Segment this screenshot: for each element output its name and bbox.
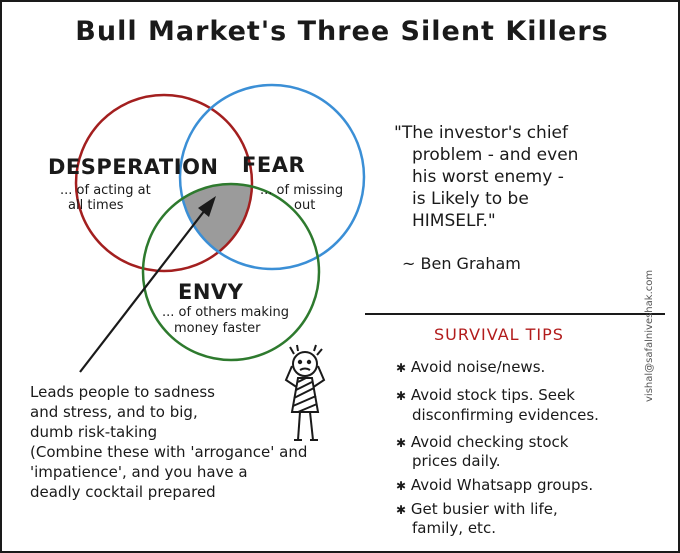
venn-sublabel-fear-2: out — [294, 198, 316, 213]
section-divider — [365, 313, 665, 315]
venn-label-envy: ENVY — [178, 280, 244, 304]
tip-text: Avoid checking stock — [410, 433, 569, 451]
tip-text: Avoid Whatsapp groups. — [410, 476, 594, 494]
tip-text: Get busier with life, — [410, 500, 558, 518]
tip-item: ✱ Avoid checking stock — [396, 433, 568, 453]
caption-block: Leads people to sadness and stress, and … — [30, 382, 370, 502]
caption-line: dumb risk-taking — [30, 423, 158, 441]
page-title: Bull Market's Three Silent Killers — [75, 16, 609, 47]
tip-text-continued: family, etc. — [412, 519, 496, 537]
bullet-icon: ✱ — [396, 389, 407, 403]
venn-sublabel-envy: ... of others making — [162, 305, 289, 320]
venn-sublabel-desperation-2: all times — [68, 198, 124, 213]
venn-circle-envy — [141, 182, 321, 362]
bullet-icon: ✱ — [396, 436, 407, 450]
quote-line: "The investor's chief — [394, 123, 568, 143]
venn-sublabel-envy-2: money faster — [174, 321, 261, 336]
quote-line: his worst enemy - — [412, 167, 564, 187]
bullet-icon: ✱ — [396, 503, 407, 517]
tip-text: Avoid stock tips. Seek — [410, 386, 575, 404]
tip-item: ✱ Avoid stock tips. Seek — [396, 386, 575, 406]
quote-line: HIMSELF." — [412, 211, 496, 231]
bullet-icon: ✱ — [396, 361, 407, 375]
quote-block: "The investor's chief problem - and even… — [394, 122, 654, 232]
venn-label-fear: FEAR — [242, 153, 306, 177]
caption-line: 'impatience', and you have a — [30, 463, 248, 481]
tip-text-continued: prices daily. — [412, 452, 501, 470]
tips-heading: SURVIVAL TIPS — [434, 325, 564, 344]
arrow-icon — [79, 196, 216, 373]
quote-line: problem - and even — [412, 145, 579, 165]
caption-line: and stress, and to big, — [30, 403, 198, 421]
tip-item: ✱ Avoid Whatsapp groups. — [396, 476, 593, 496]
venn-circle-desperation — [74, 93, 254, 273]
caption-line: Leads people to sadness — [30, 383, 215, 401]
caption-line: deadly cocktail prepared — [30, 483, 216, 501]
venn-sublabel-fear: ... of missing — [260, 183, 344, 198]
quote-author: ~ Ben Graham — [402, 254, 521, 273]
venn-sublabel-desperation: ... of acting at — [60, 183, 151, 198]
venn-label-desperation: DESPERATION — [48, 155, 219, 179]
venn-circle-fear — [178, 83, 366, 271]
credit-text: vishal@safalniveshak.com — [644, 269, 655, 402]
tip-text-continued: disconfirming evidences. — [412, 406, 599, 424]
caption-line: (Combine these with 'arrogance' and — [30, 443, 308, 461]
bullet-icon: ✱ — [396, 479, 407, 493]
stressed-person-icon — [284, 344, 326, 441]
tip-item: ✱ Avoid noise/news. — [396, 358, 545, 378]
quote-line: is Likely to be — [412, 189, 529, 209]
tip-text: Avoid noise/news. — [410, 358, 546, 376]
tip-item: ✱ Get busier with life, — [396, 500, 558, 520]
